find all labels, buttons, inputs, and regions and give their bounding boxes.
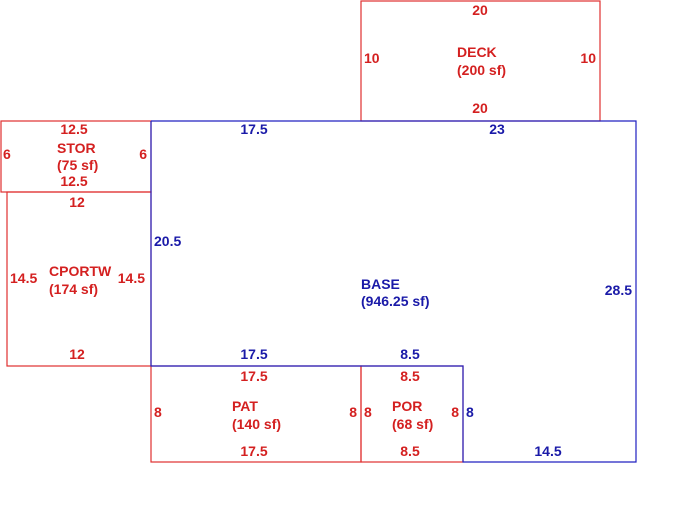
base-name: BASE	[361, 276, 400, 292]
deck-dim-left: 10	[364, 50, 380, 66]
pat-dim-right: 8	[349, 404, 357, 420]
deck-dim-right: 10	[580, 50, 596, 66]
por-dim-right: 8	[451, 404, 459, 420]
por-dim-bottom: 8.5	[400, 443, 420, 459]
base-outline	[150, 120, 637, 463]
deck-area-sf: (200 sf)	[457, 62, 506, 78]
stor-dim-left: 6	[3, 146, 11, 162]
por-name: POR	[392, 398, 422, 414]
pat-dim-left: 8	[154, 404, 162, 420]
deck-name: DECK	[457, 44, 497, 60]
deck-dim-bottom: 20	[472, 100, 488, 116]
por-area-sf: (68 sf)	[392, 416, 433, 432]
cportw-dim-bottom: 12	[69, 346, 85, 362]
pat-area: 17.5 8 8 17.5 PAT (140 sf)	[150, 365, 362, 463]
pat-dim-top: 17.5	[240, 368, 267, 384]
cportw-dim-left: 14.5	[10, 270, 37, 286]
cportw-dim-top: 12	[69, 194, 85, 210]
pat-area-sf: (140 sf)	[232, 416, 281, 432]
base-dim-top-left: 17.5	[240, 121, 267, 137]
base-dim-bottom-left: 17.5	[240, 346, 267, 362]
stor-area-sf: (75 sf)	[57, 157, 98, 173]
por-dim-left: 8	[364, 404, 372, 420]
deck-area: 20 10 10 20 DECK (200 sf)	[360, 0, 601, 122]
cportw-area: 12 14.5 14.5 12 CPORTW (174 sf)	[6, 191, 152, 367]
por-dim-top: 8.5	[400, 368, 420, 384]
stor-name: STOR	[57, 140, 96, 156]
base-area: 17.5 23 20.5 28.5 17.5 8.5 8 14.5 BASE (…	[150, 120, 637, 463]
deck-dim-top: 20	[472, 2, 488, 18]
base-dim-bottom-right: 14.5	[534, 443, 561, 459]
cportw-area-sf: (174 sf)	[49, 281, 98, 297]
base-area-sf: (946.25 sf)	[361, 293, 429, 309]
pat-name: PAT	[232, 398, 258, 414]
stor-dim-top: 12.5	[60, 121, 87, 137]
pat-dim-bottom: 17.5	[240, 443, 267, 459]
stor-area: 12.5 6 6 12.5 STOR (75 sf)	[0, 120, 152, 193]
stor-dim-right: 6	[139, 146, 147, 162]
base-dim-right: 28.5	[605, 282, 632, 298]
stor-dim-bottom: 12.5	[60, 173, 87, 189]
cportw-dim-right: 14.5	[118, 270, 145, 286]
base-dim-notch-right: 8	[466, 404, 474, 420]
por-area: 8.5 8 8 8.5 POR (68 sf)	[360, 365, 464, 463]
base-dim-bottom-mid: 8.5	[400, 346, 420, 362]
cportw-name: CPORTW	[49, 263, 112, 279]
base-dim-left: 20.5	[154, 233, 181, 249]
base-dim-top-right: 23	[489, 121, 505, 137]
